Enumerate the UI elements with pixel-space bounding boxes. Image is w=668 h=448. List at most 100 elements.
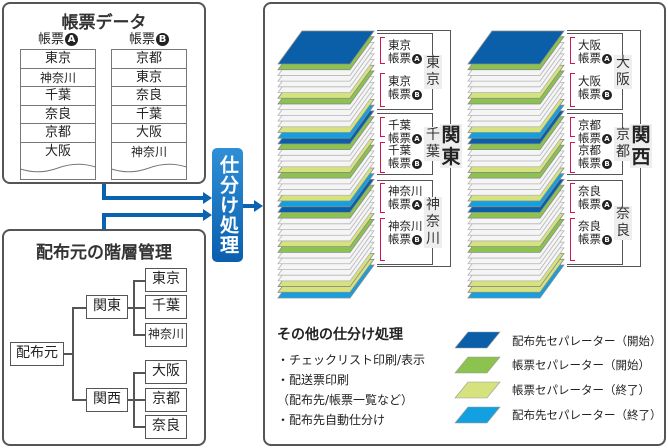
form-name: 帳票 — [388, 131, 411, 145]
group-name: 神奈川 — [424, 197, 442, 248]
group-name: 千葉 — [424, 127, 442, 161]
badge-icon: B — [412, 90, 422, 100]
legend-swatch-D — [454, 331, 501, 349]
group-name: 東京 — [424, 54, 442, 89]
node-root: 配布元 — [10, 342, 64, 366]
tree-connector — [133, 334, 145, 336]
form-bracket — [570, 142, 575, 173]
tree-connector — [127, 399, 134, 401]
node-kyoto: 京都 — [145, 388, 187, 412]
table-row: 東京 — [21, 50, 95, 69]
group-name: 奈良 — [614, 205, 632, 240]
tree-connector — [63, 353, 73, 355]
sorting-process-box: 仕分け処理 — [212, 148, 243, 262]
form-name: 帳票 — [388, 232, 411, 246]
region-name: 関東 — [440, 124, 462, 168]
table-row-empty — [112, 162, 186, 181]
badge-icon: B — [602, 90, 612, 100]
form-name: 帳票 — [578, 51, 601, 65]
form-destination: 神奈川 — [388, 184, 423, 198]
sheet-destination-start — [277, 30, 375, 65]
node-kanagawa: 神奈川 — [145, 323, 187, 347]
badge-icon: A — [602, 54, 612, 64]
form-bracket — [380, 142, 385, 173]
form-destination: 京都 — [578, 118, 601, 132]
form-name: 帳票 — [388, 156, 411, 170]
form-name: 帳票 — [578, 156, 601, 170]
form-bracket — [380, 37, 385, 64]
table-row: 千葉 — [112, 106, 186, 125]
badge-icon: B — [602, 235, 612, 245]
badge-icon: A — [602, 200, 612, 210]
table-row: 京都 — [21, 124, 95, 143]
form-name: 帳票 — [578, 197, 601, 211]
form-name: 帳票 — [388, 87, 411, 101]
form-bracket — [570, 73, 575, 107]
tree-connector — [72, 307, 74, 400]
form-destination: 京都 — [578, 143, 601, 157]
badge-icon: A — [412, 200, 422, 210]
badge-icon: A — [602, 134, 612, 144]
form-destination: 千葉 — [388, 118, 411, 132]
group-name: 大阪 — [614, 54, 632, 89]
table-row-empty — [21, 162, 95, 181]
form-b-label: 帳票 — [129, 32, 156, 47]
tree-connector — [133, 426, 145, 428]
table-row: 東京 — [112, 69, 186, 88]
form-name: 帳票 — [578, 87, 601, 101]
form-b-table: 京都東京奈良千葉大阪神奈川 — [111, 49, 187, 181]
node-nara: 奈良 — [145, 415, 187, 439]
form-destination: 奈良 — [578, 219, 601, 233]
form-destination: 奈良 — [578, 184, 601, 198]
tree-connector — [133, 372, 145, 374]
other-item: ・配送票印刷 — [277, 373, 350, 387]
form-bracket — [570, 37, 575, 64]
form-data-title: 帳票データ — [61, 13, 147, 33]
form-destination: 大阪 — [578, 38, 601, 52]
region-name: 関西 — [630, 124, 652, 168]
tree-connector — [133, 399, 145, 401]
legend-label: 帳票セパレーター（開始） — [512, 358, 650, 372]
legend-swatch-L — [454, 381, 501, 399]
form-a-table: 東京神奈川千葉奈良京都大阪 — [20, 49, 96, 181]
form-name: 帳票 — [388, 51, 411, 65]
form-name: 帳票 — [578, 131, 601, 145]
table-row: 京都 — [112, 50, 186, 69]
node-region-kanto: 関東 — [86, 295, 128, 319]
table-row: 奈良 — [21, 106, 95, 125]
table-row: 大阪 — [112, 124, 186, 143]
table-row: 神奈川 — [21, 69, 95, 88]
form-destination: 東京 — [388, 38, 411, 52]
node-chiba: 千葉 — [145, 295, 187, 319]
form-b-torn-edge — [111, 161, 187, 173]
group-name: 京都 — [614, 127, 632, 161]
legend-label: 配布先セパレーター（終了） — [512, 408, 662, 422]
other-item: ・チェックリスト印刷/表示 — [277, 353, 426, 367]
form-bracket — [570, 218, 575, 261]
badge-icon: A — [412, 134, 422, 144]
badge-icon: B — [412, 159, 422, 169]
form-bracket — [570, 183, 575, 213]
badge-b-icon: B — [156, 33, 170, 46]
arrowhead-icon — [203, 192, 212, 204]
node-tokyo: 東京 — [145, 268, 187, 292]
form-destination: 東京 — [388, 74, 411, 88]
form-bracket — [570, 117, 575, 137]
form-bracket — [380, 183, 385, 213]
form-destination: 千葉 — [388, 143, 411, 157]
badge-a-icon: A — [65, 33, 79, 46]
arrow-hierarchy-to-process — [102, 213, 204, 229]
tree-connector — [133, 280, 145, 282]
node-region-kansai: 関西 — [86, 388, 128, 412]
